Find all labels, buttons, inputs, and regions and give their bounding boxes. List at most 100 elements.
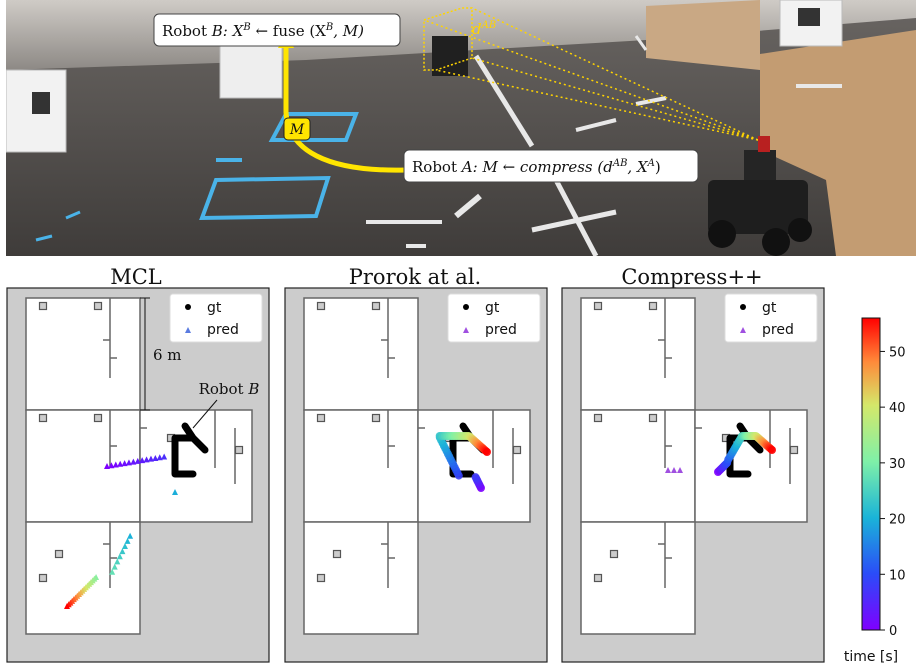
colorbar-tick-label: 50 bbox=[889, 345, 906, 360]
landmark bbox=[38, 413, 48, 423]
box-left-robot-print bbox=[32, 92, 50, 114]
panel-mcl: gt pred 6 m Robot B bbox=[6, 287, 270, 663]
robot-b-update-label: Robot B: XB ← fuse (XB, M) bbox=[153, 13, 401, 47]
colorbar-tick-label: 0 bbox=[889, 624, 897, 639]
panel-prorok: gt pred bbox=[284, 287, 548, 663]
white-tape-line bbox=[531, 209, 617, 233]
svg-text:Robot B: XB ← fuse: Robot B: XB ← fuse (XB, M) bbox=[162, 22, 364, 40]
colorbar-ticks: 0 10 20 30 40 50 bbox=[880, 345, 906, 639]
message-badge-label: M bbox=[289, 122, 305, 138]
pred-marker bbox=[109, 568, 116, 575]
room bbox=[417, 409, 531, 523]
pred-marker bbox=[134, 457, 141, 464]
landmark bbox=[648, 301, 658, 311]
white-tape-mark bbox=[575, 118, 617, 132]
svg-text:Robot A: M ← compr: Robot A: M ← compress (dAB, XA) bbox=[412, 158, 661, 176]
room bbox=[25, 297, 141, 411]
legend-pred-marker bbox=[185, 327, 191, 333]
white-tape-line bbox=[454, 193, 482, 219]
landmark bbox=[371, 301, 381, 311]
legend: gt pred bbox=[447, 293, 541, 343]
room bbox=[580, 297, 696, 411]
robot-b-callout: Robot B bbox=[199, 380, 260, 398]
white-tape-mark bbox=[635, 96, 667, 106]
blue-tape-mark bbox=[35, 234, 53, 242]
pred-marker bbox=[124, 537, 131, 544]
experiment-photo: dAB M Robot B: XB ← fuse (XB, M) Robot A… bbox=[6, 0, 916, 256]
room bbox=[139, 409, 253, 523]
colorbar-tick-label: 20 bbox=[889, 513, 906, 528]
white-tape-mark bbox=[634, 35, 648, 51]
legend-box bbox=[724, 293, 818, 343]
blue-tape-mark bbox=[65, 210, 81, 220]
colorbar-gradient bbox=[861, 317, 881, 631]
legend-gt-marker bbox=[185, 304, 191, 310]
field-of-view-lines bbox=[423, 7, 759, 141]
pred-marker bbox=[117, 460, 124, 467]
robot-a-compress-label: Robot A: M ← compress (dAB, XA) bbox=[403, 149, 699, 183]
landmark bbox=[316, 301, 326, 311]
landmark bbox=[93, 413, 103, 423]
legend-box bbox=[169, 293, 263, 343]
pred-marker bbox=[665, 467, 671, 473]
panel-title-prorok: Prorok at al. bbox=[349, 265, 481, 289]
landmark bbox=[512, 445, 522, 455]
legend-gt-label: gt bbox=[485, 300, 500, 316]
message-badge bbox=[283, 117, 311, 141]
landmark bbox=[789, 445, 799, 455]
legend-gt-marker bbox=[740, 304, 746, 310]
box-far-left bbox=[219, 39, 283, 99]
colorbar-tick-label: 30 bbox=[889, 457, 906, 472]
legend-pred-label: pred bbox=[207, 322, 239, 338]
white-tape-line bbox=[473, 54, 535, 148]
colorbar-tick-label: 40 bbox=[889, 401, 906, 416]
landmark bbox=[93, 301, 103, 311]
wooden-panel-far bbox=[646, 0, 760, 70]
legend-pred-label: pred bbox=[762, 322, 794, 338]
legend-pred-marker bbox=[740, 327, 746, 333]
legend-gt-label: gt bbox=[207, 300, 222, 316]
legend-pred-marker bbox=[463, 327, 469, 333]
pred-marker bbox=[483, 448, 491, 456]
legend-box bbox=[447, 293, 541, 343]
legend-gt-marker bbox=[463, 304, 469, 310]
room bbox=[303, 409, 419, 523]
pred-marker bbox=[161, 453, 168, 460]
legend-pred-label: pred bbox=[485, 322, 517, 338]
callout-pointer bbox=[192, 399, 218, 429]
pred-marker bbox=[116, 553, 123, 560]
pred-marker bbox=[471, 473, 480, 482]
pred-marker bbox=[152, 454, 159, 461]
room bbox=[694, 409, 808, 523]
landmark bbox=[648, 413, 658, 423]
robot-b bbox=[432, 36, 468, 76]
landmark bbox=[593, 413, 603, 423]
pred-marker bbox=[119, 548, 126, 555]
pred-marker bbox=[671, 467, 677, 473]
landmark bbox=[54, 549, 64, 559]
pred-marker bbox=[768, 446, 776, 454]
pred-marker bbox=[114, 558, 121, 565]
blue-tape-square-2 bbox=[199, 175, 331, 221]
panel-title-compress: Compress++ bbox=[621, 265, 762, 289]
landmark bbox=[371, 413, 381, 423]
room bbox=[303, 297, 419, 411]
landmark bbox=[38, 573, 48, 583]
landmark bbox=[609, 549, 619, 559]
pred-marker bbox=[147, 455, 154, 462]
legend: gt pred bbox=[724, 293, 818, 343]
panel-compress: gt pred bbox=[561, 287, 825, 663]
pred-marker bbox=[172, 489, 178, 495]
pred-marker bbox=[125, 459, 132, 466]
scale-label: 6 m bbox=[153, 346, 182, 364]
robot-b-label-word: Robot bbox=[162, 22, 207, 40]
pred-marker bbox=[130, 458, 137, 465]
pred-marker bbox=[108, 462, 115, 469]
pred-marker bbox=[127, 532, 134, 539]
legend-gt-label: gt bbox=[762, 300, 777, 316]
colorbar-tick-label: 10 bbox=[889, 568, 906, 583]
pred-marker bbox=[112, 461, 119, 468]
pred-marker bbox=[111, 563, 118, 570]
